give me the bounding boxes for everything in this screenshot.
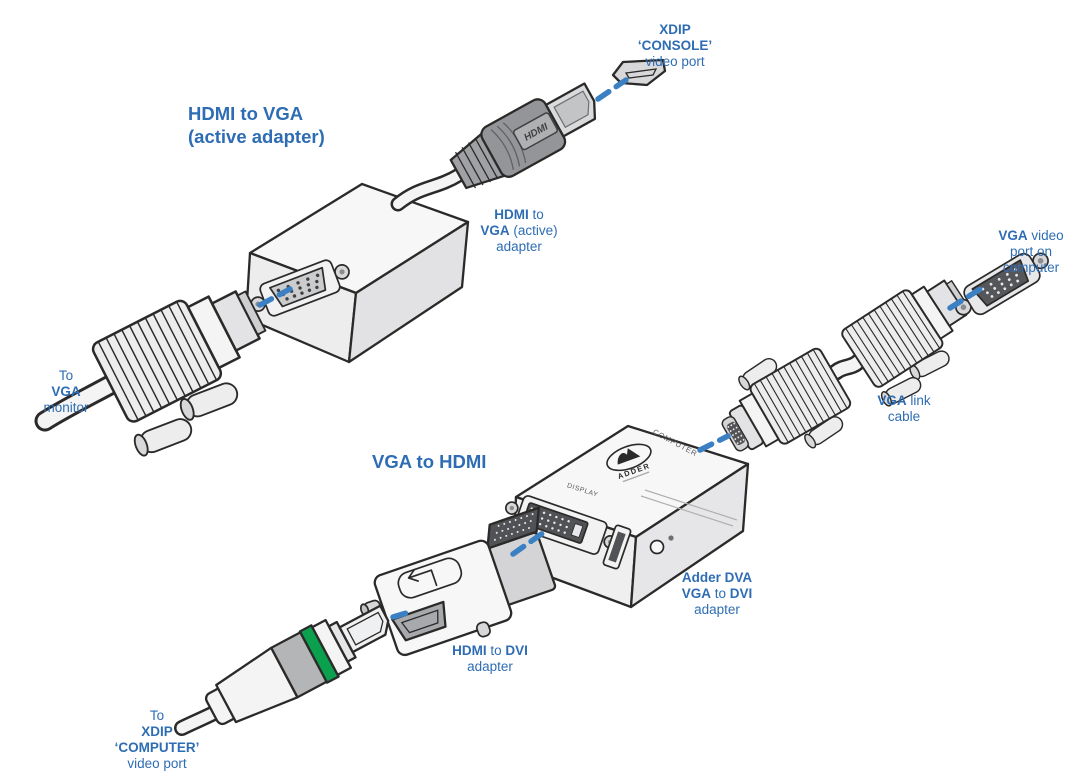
adder-box-right-face [629, 462, 750, 609]
label-line: To [58, 368, 74, 383]
label-line: video port [127, 756, 187, 771]
label-line: HDMI to DVI [452, 643, 528, 658]
label-line: VGA link [877, 393, 931, 408]
label-line: To [149, 708, 165, 723]
dvi-flat-pin-slot [570, 523, 584, 539]
vga-hood-ribs [753, 348, 848, 443]
label-line: video port [645, 54, 705, 69]
xdip-hdmi-plug [204, 604, 390, 726]
hdmi-logo-plate [512, 112, 558, 151]
vga-thumbscrew [179, 382, 239, 421]
top-emboss [397, 557, 463, 599]
adder-box-led [668, 535, 674, 541]
vga-face [236, 290, 267, 336]
hdmi-female-slot [391, 600, 447, 642]
dvi-male-pins [493, 513, 534, 541]
computer-vga-port [955, 252, 1049, 316]
strain-relief-ribs [455, 137, 499, 189]
adapter-captive-cable [390, 167, 467, 212]
label-line: Adder DVA [681, 570, 753, 585]
plug-tip-inner [346, 611, 384, 646]
vga-link-connector-right [841, 279, 970, 407]
label-line: XDIP [659, 22, 691, 37]
vga-link-connector-left [721, 347, 852, 452]
hdmi-plug: HDMI [449, 82, 597, 190]
label-line: VGA [51, 384, 81, 399]
vga-monitor-cable [34, 373, 123, 432]
label-line: HDMI to VGA [188, 103, 304, 124]
label-line: adapter [694, 602, 740, 617]
plug-tip [338, 604, 390, 654]
connection-dash-console [595, 77, 629, 102]
connection-dash-monitor-vga [257, 286, 293, 308]
connection-dash-hdmi [390, 608, 416, 620]
label-line: VGA video [998, 228, 1064, 243]
heading-hdmi-to-vga: HDMI to VGA(active adapter) [188, 102, 325, 148]
label-line: cable [887, 409, 921, 424]
hdmi-dvi-adapter-shape [359, 506, 557, 657]
label-line: VGA to HDMI [372, 451, 487, 472]
label-xdip-console-port: XDIP‘CONSOLE’video port [638, 22, 712, 70]
hdmi-vga-adapter-box [244, 182, 470, 364]
vga-thumbscrew [880, 376, 922, 407]
adder-bird-emblem [617, 448, 641, 465]
label-line: ‘CONSOLE’ [637, 38, 713, 53]
hdmi-plug-tip-inner [553, 90, 590, 129]
label-line: HDMI to [494, 207, 544, 222]
adder-dva-box: ADDER COMPUTER DISPLAY [504, 424, 750, 609]
vga-link-cable-shape [827, 353, 867, 381]
connection-dash-link-left [697, 433, 731, 453]
dvi-screw-post [476, 621, 491, 638]
label-line: (active adapter) [188, 126, 325, 147]
emboss-arrow [407, 568, 438, 587]
adder-box-button [649, 539, 665, 555]
vga-thumbscrew [133, 418, 193, 457]
connection-dash-dvi [510, 530, 546, 557]
label-line: monitor [43, 400, 89, 415]
label-line: adapter [496, 239, 542, 254]
heading-vga-to-hdmi: VGA to HDMI [372, 450, 486, 473]
adapter-block [373, 539, 513, 657]
label-line: VGA to DVI [681, 586, 753, 601]
label-line: XDIP [141, 724, 173, 739]
vga-hood-ribs [845, 290, 941, 386]
vga-monitor-connector [91, 290, 267, 457]
label-line: port on [1009, 244, 1053, 259]
vga-pins [727, 422, 745, 445]
connection-dash-computer-port [947, 285, 985, 311]
label-line: computer [1002, 260, 1060, 275]
adapter-box-right-face [347, 220, 470, 364]
label-line: VGA (active) [480, 223, 558, 238]
usb-slot [602, 524, 632, 570]
label-line: ‘COMPUTER’ [114, 740, 200, 755]
label-line: adapter [467, 659, 513, 674]
vga-hood-ribs [97, 301, 218, 421]
